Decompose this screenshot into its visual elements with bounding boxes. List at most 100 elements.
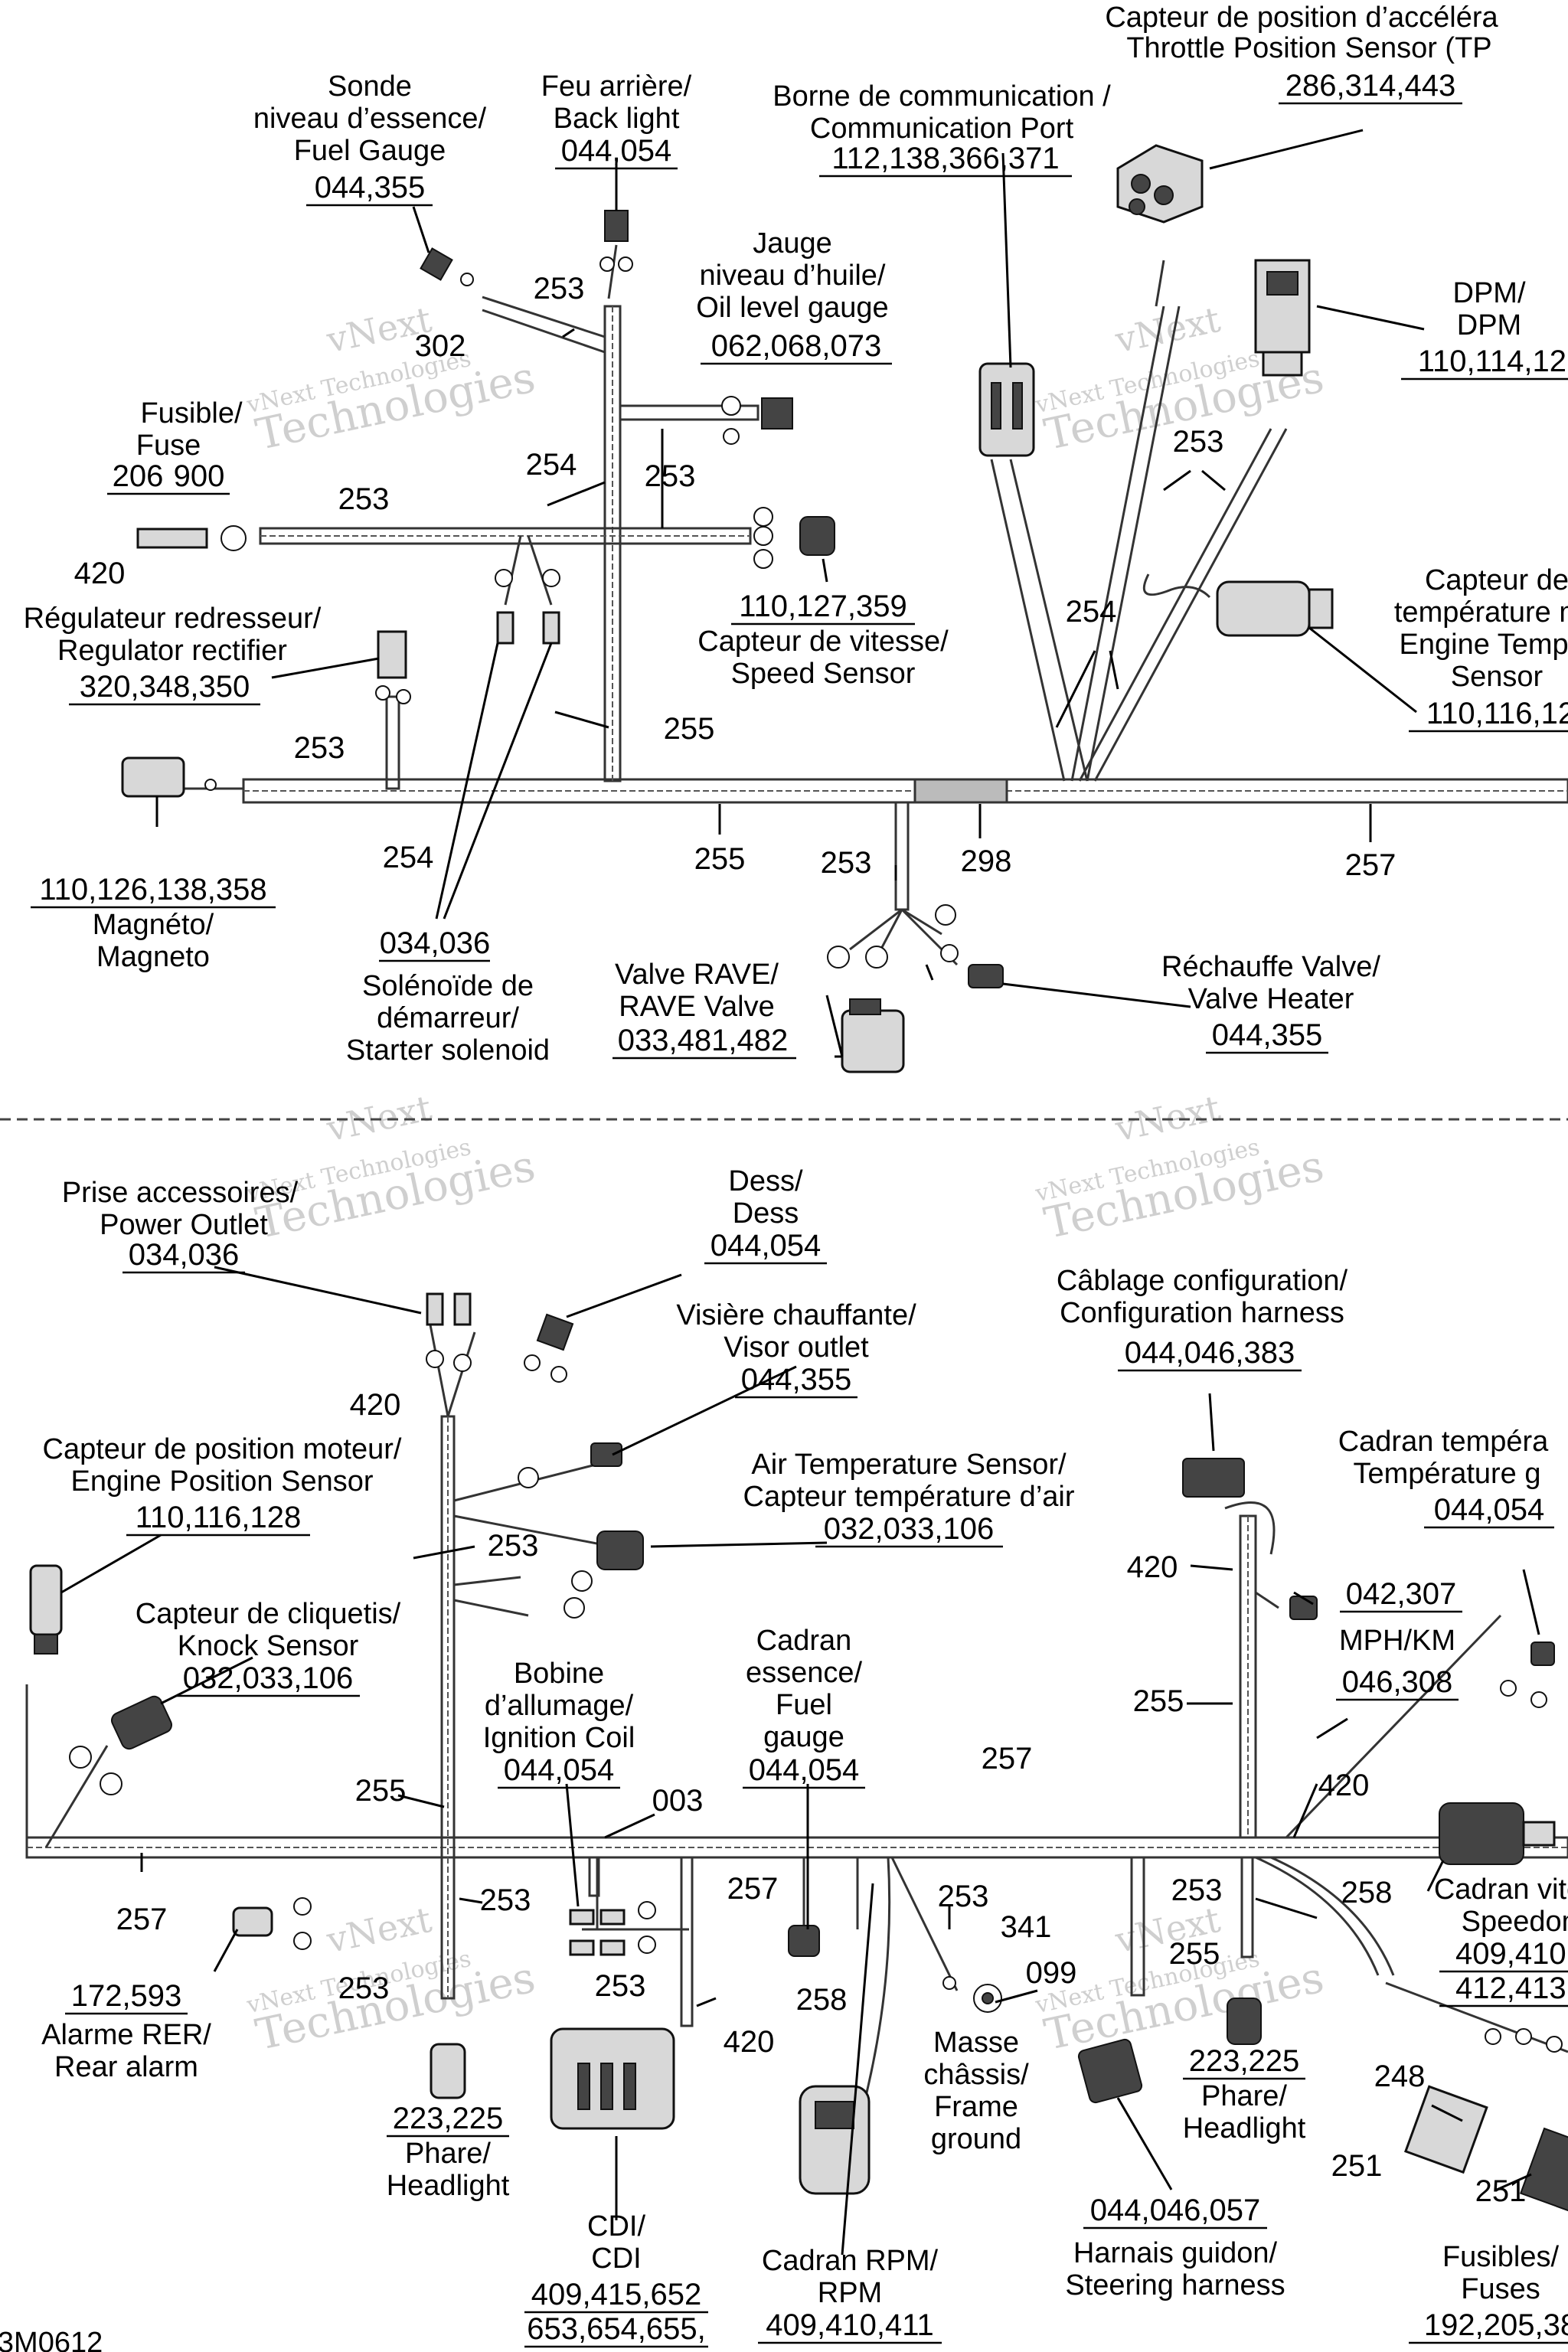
svg-text:Borne de communication /: Borne de communication / — [773, 80, 1111, 113]
svg-text:Cadran RPM/: Cadran RPM/ — [762, 2245, 939, 2277]
svg-text:Configuration harness: Configuration harness — [1060, 1297, 1344, 1329]
fuse-component — [136, 525, 247, 551]
svg-text:420: 420 — [1318, 1769, 1370, 1802]
label-oil-gauge: Jauge niveau d’huile/ Oil level gauge 06… — [696, 227, 892, 365]
svg-text:Cadran vite: Cadran vite — [1434, 1873, 1568, 1906]
svg-text:Oil level gauge: Oil level gauge — [696, 292, 888, 324]
mph-connector — [1289, 1596, 1318, 1620]
svg-text:essence/: essence/ — [746, 1657, 863, 1689]
svg-text:Dess: Dess — [733, 1197, 799, 1230]
svg-text:062,068,073: 062,068,073 — [711, 329, 881, 363]
svg-text:Fuses: Fuses — [1461, 2273, 1540, 2305]
svg-text:653,654,655,: 653,654,655, — [527, 2312, 706, 2346]
svg-text:Fuel: Fuel — [776, 1689, 832, 1721]
svg-text:257: 257 — [982, 1742, 1033, 1775]
label-air-temp: Air Temperature Sensor/ Capteur températ… — [743, 1449, 1075, 1548]
frame-ground-lug — [942, 1976, 1002, 2013]
starter-solenoid-terminals — [495, 569, 560, 645]
svg-text:Air Temperature Sensor/: Air Temperature Sensor/ — [751, 1449, 1067, 1481]
speedo-connector — [1439, 1802, 1556, 1865]
svg-text:Power Outlet: Power Outlet — [100, 1209, 268, 1241]
svg-text:Réchauffe Valve/: Réchauffe Valve/ — [1161, 951, 1380, 983]
svg-text:255: 255 — [355, 1774, 407, 1808]
svg-text:298: 298 — [961, 844, 1012, 878]
svg-text:420: 420 — [74, 557, 126, 590]
svg-text:Valve Heater: Valve Heater — [1188, 983, 1354, 1015]
svg-text:Engine Temper: Engine Temper — [1400, 629, 1568, 661]
svg-text:251: 251 — [1331, 2149, 1383, 2183]
svg-text:Solénoïde de: Solénoïde de — [362, 970, 534, 1002]
svg-text:Capteur de position d’accéléra: Capteur de position d’accéléra — [1105, 2, 1498, 34]
svg-text:044,054: 044,054 — [749, 1753, 860, 1787]
svg-text:Feu arrière/: Feu arrière/ — [541, 70, 692, 103]
svg-text:Regulator rectifier: Regulator rectifier — [57, 635, 287, 667]
svg-text:vNext: vNext — [322, 1899, 436, 1962]
svg-text:253: 253 — [480, 1883, 531, 1917]
svg-text:Prise accessoires/: Prise accessoires/ — [62, 1177, 299, 1209]
label-valve-heater: Réchauffe Valve/ Valve Heater 044,355 — [1161, 951, 1380, 1054]
svg-text:Cadran tempéra: Cadran tempéra — [1338, 1426, 1549, 1458]
oil-gauge-connector — [721, 396, 793, 445]
svg-text:409,410,4: 409,410,4 — [1455, 1937, 1568, 1971]
svg-text:RAVE Valve: RAVE Valve — [619, 991, 774, 1023]
svg-text:Fusibles/: Fusibles/ — [1442, 2241, 1559, 2273]
label-regulator: Régulateur redresseur/ Regulator rectifi… — [24, 603, 322, 706]
svg-text:Magneto: Magneto — [96, 941, 210, 973]
svg-text:température mo: température mo — [1394, 596, 1568, 629]
label-rear-alarm: 172,593 Alarme RER/ Rear alarm — [41, 1979, 211, 2083]
svg-text:niveau d’essence/: niveau d’essence/ — [253, 103, 487, 135]
svg-text:302: 302 — [415, 329, 466, 363]
svg-text:253: 253 — [1173, 425, 1224, 459]
svg-text:Capteur de position moteur/: Capteur de position moteur/ — [43, 1433, 402, 1465]
valve-heater-connector — [935, 904, 1004, 988]
svg-text:Visière chauffante/: Visière chauffante/ — [676, 1299, 916, 1331]
speed-sensor-connector — [753, 507, 835, 569]
svg-text:253: 253 — [938, 1880, 989, 1913]
top-labels: Capteur de position d’accéléra Throttle … — [24, 2, 1568, 1067]
svg-text:206: 206 — [113, 459, 164, 493]
svg-text:341: 341 — [1001, 1910, 1052, 1944]
magneto-connector — [121, 756, 217, 798]
svg-text:253: 253 — [595, 1969, 646, 2003]
label-fuses: Fusibles/ Fuses 192,205,38 — [1409, 2241, 1568, 2344]
svg-text:Engine Position Sensor: Engine Position Sensor — [70, 1465, 373, 1498]
svg-text:gauge: gauge — [763, 1721, 844, 1753]
svg-text:248: 248 — [1374, 2060, 1426, 2093]
label-headlight-right: 223,225 Phare/ Headlight — [1183, 2044, 1306, 2145]
svg-text:Capteur de cliquetis/: Capteur de cliquetis/ — [136, 1598, 401, 1630]
svg-text:Frame: Frame — [934, 2091, 1018, 2123]
svg-text:044,054: 044,054 — [504, 1753, 615, 1787]
svg-text:253: 253 — [338, 1971, 390, 2005]
svg-text:Dess/: Dess/ — [728, 1165, 803, 1197]
svg-text:Harnais guidon/: Harnais guidon/ — [1073, 2237, 1278, 2269]
cdi-box — [550, 2027, 675, 2130]
label-fuel-dial: Cadran essence/ Fuel gauge 044,054 — [743, 1625, 865, 1789]
svg-text:258: 258 — [1341, 1876, 1393, 1909]
back-light-connector — [599, 210, 633, 272]
svg-text:Communication Port: Communication Port — [810, 113, 1074, 145]
svg-text:Starter solenoid: Starter solenoid — [346, 1034, 550, 1067]
svg-text:Phare/: Phare/ — [1201, 2080, 1287, 2112]
label-rave: Valve RAVE/ RAVE Valve 033,481,482 — [612, 959, 796, 1060]
power-outlet-terminals — [426, 1292, 472, 1372]
svg-text:033,481,482: 033,481,482 — [618, 1024, 788, 1057]
svg-text:032,033,106: 032,033,106 — [183, 1661, 353, 1695]
watermark-4: vNext vNext Technologies Technologies — [1033, 1087, 1328, 1249]
svg-text:412,413,4: 412,413,4 — [1455, 1971, 1568, 2005]
label-dpm: DPM/ DPM 110,114,126 — [1401, 277, 1568, 381]
svg-text:255: 255 — [1169, 1937, 1220, 1971]
svg-text:044,046,057: 044,046,057 — [1090, 2194, 1260, 2227]
svg-text:Headlight: Headlight — [1183, 2112, 1306, 2145]
svg-text:223,225: 223,225 — [393, 2102, 504, 2135]
bottom-labels: Prise accessoires/ Power Outlet 034,036 … — [0, 1165, 1568, 2352]
svg-text:Speedom: Speedom — [1462, 1906, 1568, 1938]
dpm-connector — [1254, 259, 1311, 377]
svg-text:255: 255 — [1133, 1684, 1184, 1718]
ign-coil-terminals — [569, 1901, 656, 1956]
label-dess: Dess/ Dess 044,054 — [704, 1165, 827, 1265]
headlight-left-connector — [430, 2043, 466, 2099]
svg-text:253: 253 — [1171, 1873, 1223, 1907]
svg-text:032,033,106: 032,033,106 — [824, 1512, 994, 1546]
engine-temp-connector — [1216, 580, 1334, 637]
label-power-outlet: Prise accessoires/ Power Outlet 034,036 — [62, 1177, 299, 1274]
